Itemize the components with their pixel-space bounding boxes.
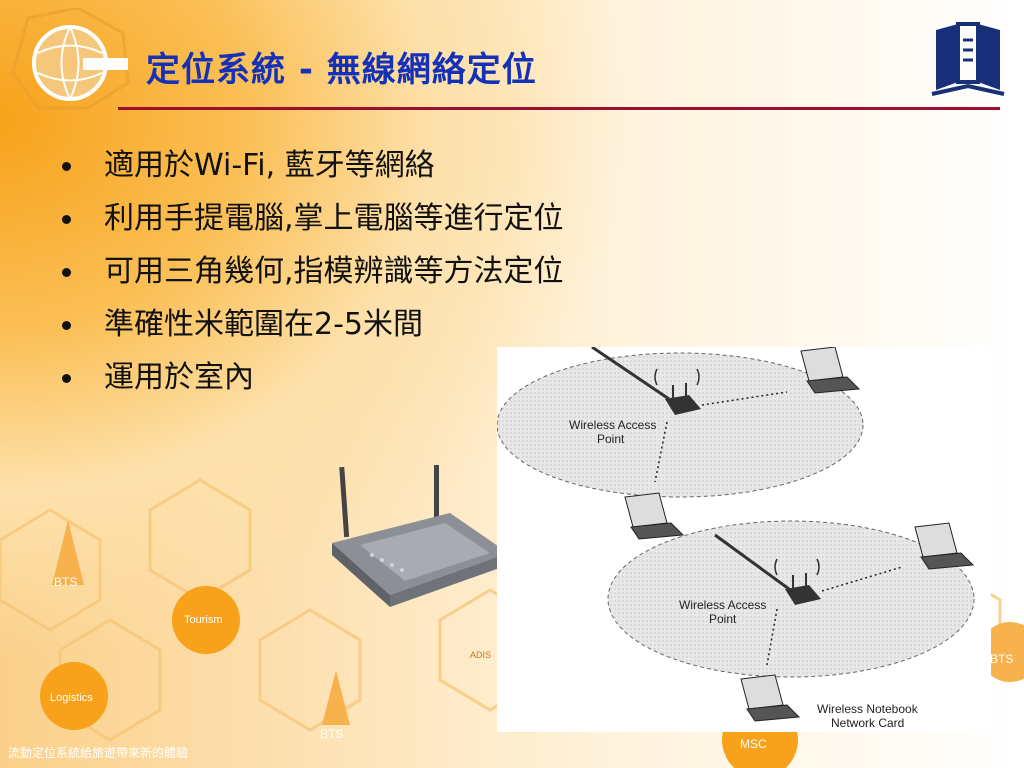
access-point-top-icon [654, 368, 701, 415]
laptop-icon [800, 347, 861, 394]
wifi-router-image [332, 465, 508, 607]
bts-label-right: BTS [990, 652, 1014, 666]
bullet-dot [62, 162, 71, 171]
ap-top-label-line2: Point [597, 432, 625, 446]
notebook-card-label-line1: Wireless Notebook [817, 702, 919, 716]
bts-tower-left [52, 520, 84, 585]
corner-globe-logo [11, 8, 130, 110]
ap-top-label-line1: Wireless Access [569, 418, 656, 432]
bullet-item: 適用於Wi-Fi, 藍牙等網絡 [62, 140, 564, 193]
bullet-item: 利用手提電腦,掌上電腦等進行定位 [62, 193, 564, 246]
notebook-card-label-line2: Network Card [831, 716, 904, 730]
coverage-area-top [497, 352, 864, 498]
tourism-label: Tourism [184, 614, 223, 626]
footer-text: 流動定位系統給旅遊帶來新的體驗 [8, 746, 189, 760]
bullet-dot [62, 215, 71, 224]
bts-label-bottom: BTS [320, 727, 344, 741]
laptop-icon [624, 492, 685, 540]
bullet-dot [62, 268, 71, 277]
bts-tower-bottom [322, 670, 350, 725]
coverage-area-bottom [607, 520, 975, 678]
bullet-dot [62, 374, 71, 383]
title-underline [118, 107, 1000, 110]
access-point-bottom-icon [774, 558, 821, 605]
tourism-badge [172, 586, 240, 654]
logistics-badge [40, 662, 108, 730]
bullet-item: 運用於室內 [62, 352, 564, 405]
logistics-label: Logistics [50, 692, 93, 704]
laptop-icon [740, 674, 801, 722]
bullet-item: 可用三角幾何,指模辨識等方法定位 [62, 246, 564, 299]
ap-bottom-label-line2: Point [709, 612, 737, 626]
adis-label: ADIS [470, 650, 492, 660]
slide-title: 定位系統 - 無線網絡定位 [146, 50, 537, 90]
bts-label-left: BTS [54, 575, 78, 589]
wireless-network-diagram: Wireless Access Point Wireless Access Po… [497, 347, 991, 732]
background-decoration [0, 420, 1024, 768]
bts-badge-right [980, 622, 1024, 682]
bullet-list: 適用於Wi-Fi, 藍牙等網絡 利用手提電腦,掌上電腦等進行定位 可用三角幾何,… [62, 140, 564, 405]
ap-bottom-label-line1: Wireless Access [679, 598, 766, 612]
bullet-item: 準確性米範圍在2-5米間 [62, 299, 564, 352]
msc-label: MSC [740, 737, 767, 751]
laptop-icon [914, 522, 975, 570]
book-logo-icon [931, 22, 1005, 96]
bullet-dot [62, 321, 71, 330]
